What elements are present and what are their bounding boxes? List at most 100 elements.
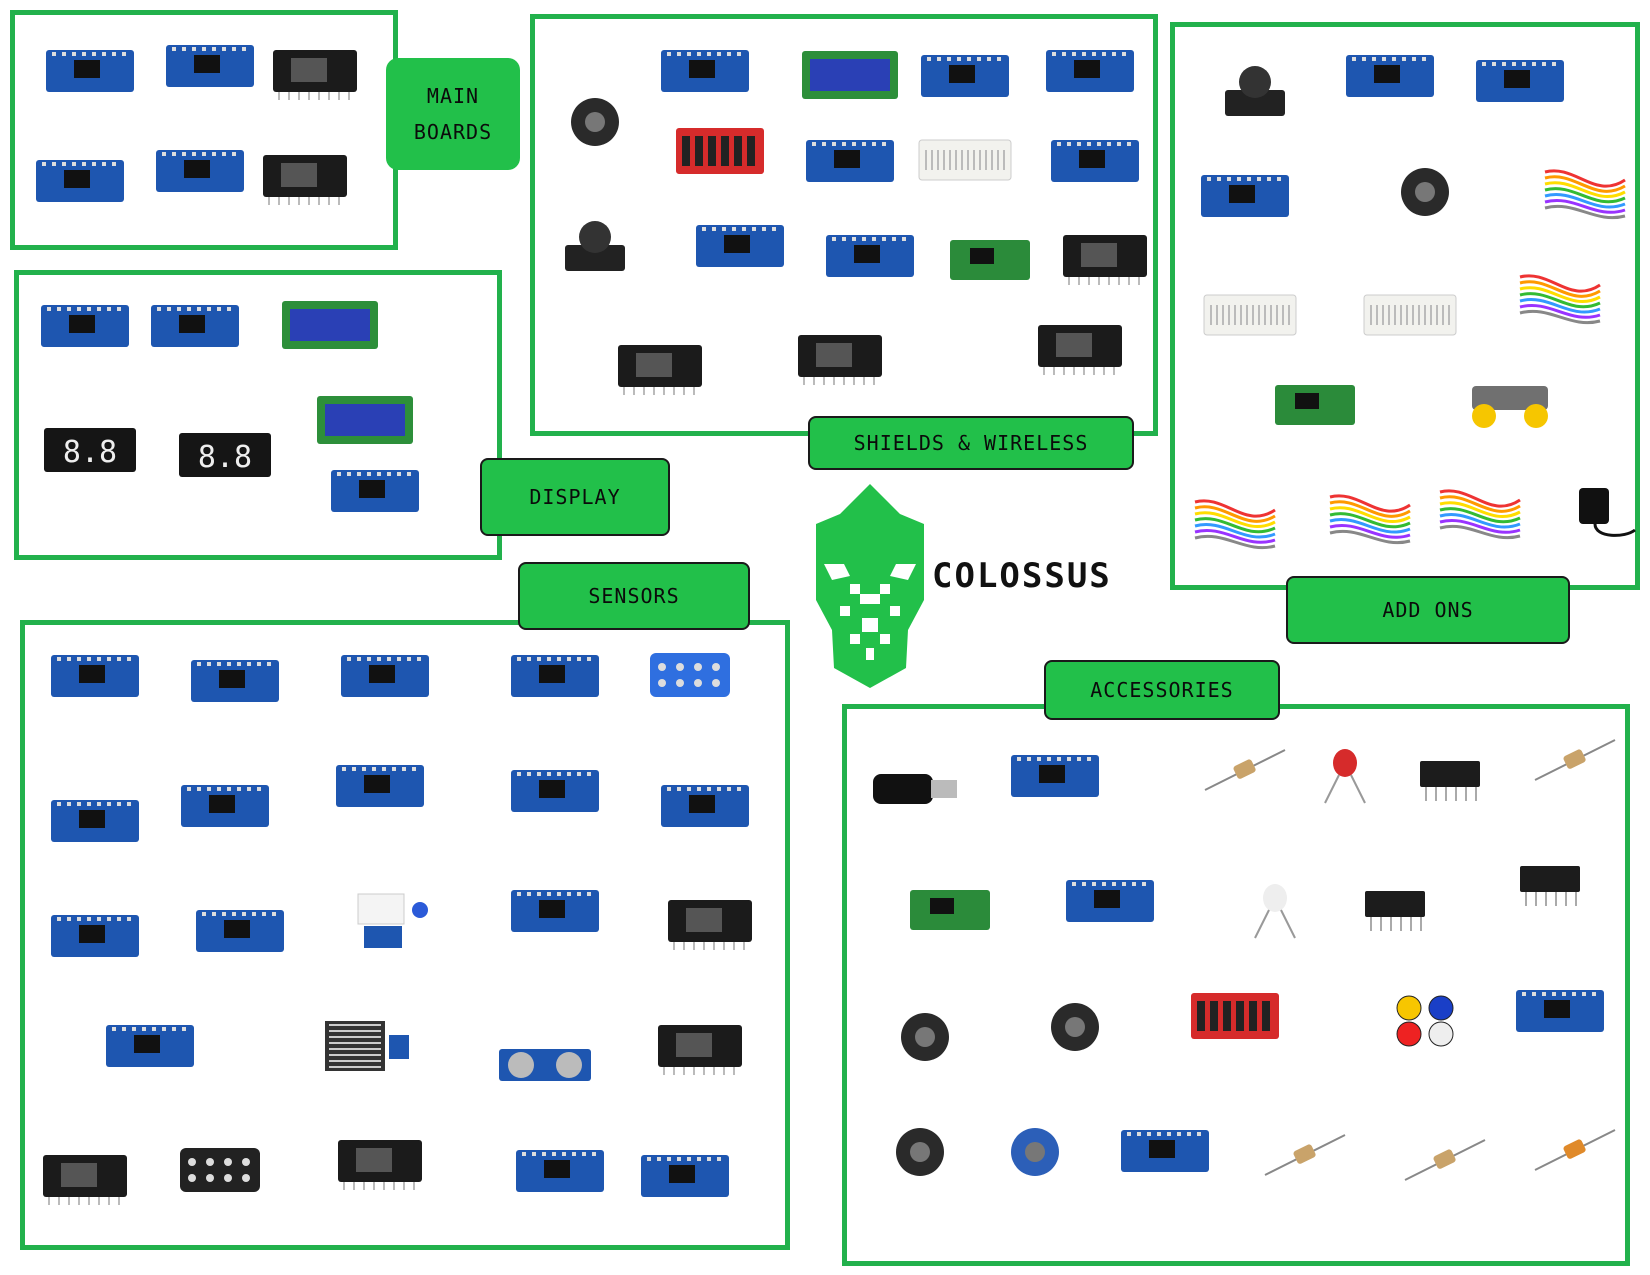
stepper-driver-icon	[910, 890, 990, 930]
breadboard-large-icon	[1203, 294, 1297, 336]
camera-module-icon	[1346, 55, 1434, 97]
rfid-module-icon	[357, 893, 428, 948]
main-boards-tag: MAIN BOARDS	[386, 58, 520, 170]
power-adapter-icon	[1579, 488, 1636, 537]
proto-shield-icon	[921, 55, 1009, 97]
jumper-wire-kit-icon	[1544, 169, 1626, 220]
io-expansion-shield-icon	[696, 225, 784, 267]
dc-motor-icon	[901, 1013, 949, 1061]
main-boards-tag-line1: MAIN	[426, 84, 480, 108]
bluetooth-module-icon	[826, 235, 914, 277]
dupont-wires-icon	[1194, 499, 1276, 550]
thermistor-icon	[1534, 739, 1616, 781]
main-boards-tag-line2: BOARDS	[413, 120, 493, 144]
cnc-shield-icon	[676, 128, 764, 174]
led-icon	[1324, 749, 1366, 804]
robot-car-chassis-icon	[1472, 386, 1548, 428]
limit-switch-icon	[511, 890, 599, 932]
seven-segment-icon: 8.8	[44, 428, 136, 472]
nrf24-antenna-icon	[1038, 325, 1122, 375]
battery-clip-icon	[1011, 755, 1099, 797]
gas-sensor-icon	[181, 785, 269, 827]
soil-moisture-icon	[641, 1155, 729, 1197]
dht11-icon	[196, 910, 284, 952]
accessories-tag: ACCESSORIES	[1044, 660, 1280, 720]
esp01-wifi-icon	[798, 335, 882, 385]
four-digit-display-icon: 8.8	[179, 433, 271, 477]
line-tracker-icon	[43, 1155, 127, 1205]
power-module-icon	[1275, 385, 1355, 425]
a4988-driver-icon	[1191, 993, 1279, 1039]
ir-remote-icon	[180, 1148, 260, 1192]
stepper-motor-icon	[896, 1128, 944, 1176]
relay-module-icon	[1476, 60, 1564, 102]
svg-text:8.8: 8.8	[198, 440, 252, 475]
display-tag: DISPLAY	[480, 458, 670, 536]
pir-sensor-icon	[516, 1150, 604, 1192]
ceramic-capacitor-icon	[1534, 1129, 1616, 1171]
servo-motor-icon	[1011, 1128, 1059, 1176]
laser-sensor-icon	[51, 800, 139, 842]
nrf24-adapter-icon	[1063, 235, 1147, 285]
rotary-encoder-icon	[661, 785, 749, 827]
flame-sensor-icon	[511, 655, 599, 697]
nano-shield-icon	[1051, 140, 1139, 182]
buzzer-icon	[1051, 1003, 1099, 1051]
bmp-sensor-icon	[341, 655, 429, 697]
rgb-led-icon	[1254, 884, 1296, 939]
sensors-tag: SENSORS	[518, 562, 750, 630]
joystick-shield-icon	[565, 221, 625, 271]
breadboard-small-icon	[1363, 294, 1457, 336]
ic-chip-small-icon	[1520, 866, 1580, 906]
usb-drive-icon	[873, 774, 957, 804]
breadboard-shield-icon	[918, 139, 1012, 181]
rain-sensor-icon	[325, 1021, 409, 1071]
sound-sensor-icon	[106, 1025, 194, 1067]
resistors-icon	[1264, 1134, 1346, 1176]
ribbon-cable-icon	[1519, 274, 1601, 325]
pulse-sensor-icon	[51, 915, 139, 957]
led-matrix-icon	[151, 305, 239, 347]
motor-shield-icon	[571, 98, 619, 146]
sensor-shield-icon	[1046, 50, 1134, 92]
diode-icon	[1404, 1139, 1486, 1181]
svg-text:8.8: 8.8	[63, 435, 117, 470]
ldr-icon	[41, 305, 129, 347]
tilt-sensor-icon	[338, 1140, 422, 1190]
keypad-icon	[650, 653, 730, 697]
potentiometer-icon	[1516, 990, 1604, 1032]
laser-module-icon	[331, 470, 419, 512]
colossus-helmet-logo	[816, 484, 924, 688]
speaker-module-icon	[1401, 168, 1449, 216]
rf-module-icon	[950, 240, 1030, 280]
hall-sensor-icon	[668, 900, 752, 950]
lcd-20x4-icon	[317, 396, 413, 444]
ir-sensor-icon	[191, 660, 279, 702]
transistor-icon	[1420, 761, 1480, 801]
gyro-sensor-icon	[511, 770, 599, 812]
arduino-mega-icon	[166, 45, 254, 87]
esp32-board-icon	[273, 50, 357, 100]
arduino-uno-wifi-icon	[36, 160, 124, 202]
ultrasonic-sensor-icon	[499, 1049, 591, 1081]
dupont-wires-2-icon	[1329, 494, 1411, 545]
nrf24-module-icon	[618, 345, 702, 395]
arduino-nano-icon	[156, 150, 244, 192]
sd-card-module-icon	[806, 140, 894, 182]
lcd-16x2-icon	[282, 301, 378, 349]
mq3-sensor-icon	[336, 765, 424, 807]
l298n-driver-icon	[1121, 1130, 1209, 1172]
vibration-sensor-icon	[658, 1025, 742, 1075]
lcd-keypad-shield-icon	[802, 51, 898, 99]
jumper-wires-icon	[1439, 489, 1521, 540]
shields-tag: SHIELDS & WIRELESS	[808, 416, 1134, 470]
add-ons-tag: ADD ONS	[1286, 576, 1570, 644]
joystick-icon	[1225, 66, 1285, 116]
pin-header-icon	[1204, 749, 1286, 791]
slide-switch-icon	[1066, 880, 1154, 922]
rtc-module-icon	[51, 655, 139, 697]
arduino-uno-icon	[46, 50, 134, 92]
ic-chip-icon	[1365, 891, 1425, 931]
push-buttons-icon	[1396, 995, 1454, 1047]
colossus-brand-name: COLOSSUS	[932, 556, 1112, 596]
